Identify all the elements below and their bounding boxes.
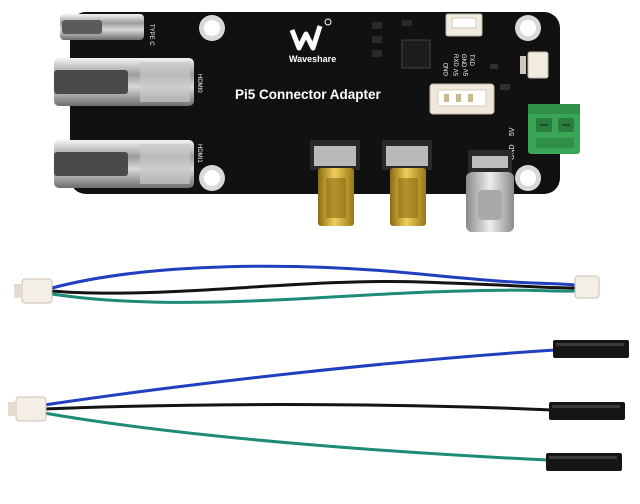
hdmi0-port [54, 58, 194, 106]
cable-jst-to-jst [14, 264, 600, 304]
fan-gnd-label: GND [444, 62, 450, 76]
micro-hdmi-plug-0 [310, 140, 360, 226]
micro-hdmi-plug-1 [382, 140, 432, 226]
hdmi0-label: HDMI0 [196, 74, 202, 93]
uart-connector [445, 13, 483, 37]
waveshare-logo: Waveshare [289, 18, 336, 64]
brand-label: Waveshare [289, 54, 336, 64]
fan-5v-a-label: 5V [454, 69, 460, 76]
board-title: Pi5 Connector Adapter [235, 87, 382, 102]
uart-gnd-label: GND [460, 54, 466, 68]
jst-connector [429, 83, 495, 115]
cable-jst-to-dupont [8, 340, 629, 471]
uart-rxd-label: RXD [452, 54, 458, 67]
pwr-5v-label: 5V [509, 127, 516, 136]
hdmi1-label: HDMI1 [196, 144, 202, 163]
pwr-gnd-label: GND [509, 144, 516, 160]
usb-c-plug [466, 150, 514, 232]
screw-terminal [528, 104, 580, 154]
fan-5v-b-label: 5V [464, 69, 470, 76]
mounting-holes [199, 15, 541, 191]
uart-txd-label: TXD [468, 54, 474, 67]
hdmi1-port [54, 140, 194, 188]
usb-c-input-port [60, 14, 144, 40]
components [372, 20, 510, 90]
type-c-label: TYPE C [148, 24, 154, 46]
side-connector [520, 51, 549, 79]
